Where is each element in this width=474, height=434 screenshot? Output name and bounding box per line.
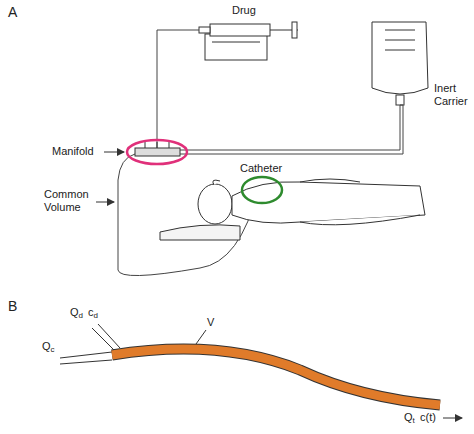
part-label: Drug	[232, 4, 256, 17]
part-label: Catheter	[240, 162, 282, 175]
catheter-ring	[242, 177, 282, 203]
flow-symbol: Qd	[70, 306, 83, 320]
patient	[160, 179, 425, 240]
syringe-pump	[199, 22, 298, 60]
flow-symbol: Qt	[404, 411, 415, 425]
flow-symbol: Qc	[42, 340, 55, 354]
flow-symbol: cd	[88, 306, 98, 320]
iv-bag	[372, 22, 428, 105]
tube-diagram	[60, 324, 462, 418]
tubing	[118, 30, 403, 276]
volume-symbol: V	[207, 316, 214, 329]
panel-letter: B	[8, 298, 17, 314]
panel-letter: A	[8, 4, 17, 20]
leader-line	[104, 152, 124, 153]
flow-symbol: c(t)	[420, 411, 436, 424]
manifold	[127, 140, 187, 164]
part-label: Common Volume	[44, 188, 98, 213]
leader-line	[96, 202, 114, 203]
part-label: Manifold	[52, 145, 94, 158]
part-label: Inert Carrier	[434, 82, 470, 107]
